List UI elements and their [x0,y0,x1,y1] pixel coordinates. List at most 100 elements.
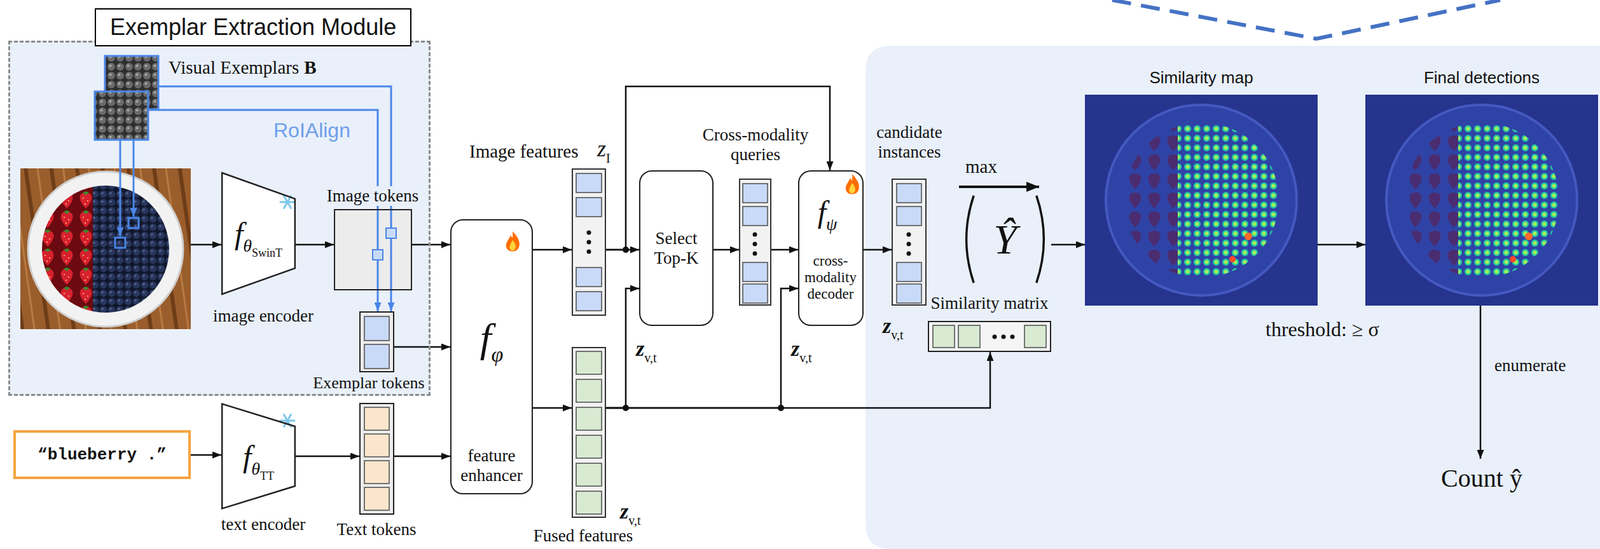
token-squares [364,407,390,431]
text-group: Select Top-K [640,228,713,269]
connector [390,290,393,312]
junction-dots [622,246,785,412]
math-symbol: z [635,337,645,362]
prompt-box: “blueberry .” [13,430,191,480]
text-area: fθTT [221,403,296,511]
background-panels [8,0,1600,549]
token-column: Text tokens [359,403,395,516]
token-squares [386,228,397,239]
token-squares [896,284,922,304]
text-label: Visual Exemplars [168,57,299,79]
ellipsis-dots [1001,335,1007,340]
math-symbol: f [234,216,243,252]
input-image [20,168,191,330]
trainable-flame [509,240,516,251]
connector [606,288,799,409]
trapezoid-shape [221,403,296,511]
token-squares [364,173,1047,515]
connector [190,454,222,457]
encoder-fill [221,403,296,511]
exemplar-crops [94,91,149,140]
text-group: “blueberry .” [37,445,167,465]
connector [606,288,640,409]
text-group: Cross-modality queries [688,125,823,165]
ellipsis-dots [906,251,912,257]
text-label: text encoder [221,515,306,535]
text-area: Ŷ [958,193,1052,285]
similarity-image [1244,232,1253,241]
text-label: “blueberry .” [37,445,167,465]
token-squares [576,491,602,515]
connector [1051,244,1085,247]
token-column: Exemplar tokens [359,311,395,373]
math-symbol: θ [242,235,252,257]
token-squares [576,463,602,487]
text-label: max [965,156,998,178]
connector [295,244,334,247]
text-group: Visual ExemplarsB [168,57,317,79]
token-squares [932,325,955,348]
token-squares [742,183,768,203]
ellipsis-dots [586,249,592,255]
text-group: Text tokens [337,520,417,540]
connector [394,455,451,458]
ellipsis-dots [586,230,1015,340]
token-fill [891,178,927,306]
token-squares [372,249,383,261]
token-squares [896,183,922,203]
token-squares [576,435,602,459]
image-panel: Similarity map [1084,94,1318,306]
input-image [38,181,176,318]
connector [532,249,572,252]
encoder-trapezoid: fθSwinTimage encoder [221,171,296,296]
similarity-image [1119,120,1178,280]
token-squares [742,206,768,226]
exemplar-crops: Visual ExemplarsB [94,55,159,140]
trapezoid-shape [221,171,296,296]
token-squares [896,262,922,282]
trainable-flame [845,174,860,195]
token-squares [364,316,390,341]
exemplar-crops [128,218,139,229]
connector [863,249,892,252]
trapezoid-outline [221,404,296,510]
input-image [20,168,191,330]
math-symbol: I [606,151,611,166]
bracket-line [1036,195,1045,283]
connector [412,244,451,247]
text-label: image encoder [213,306,314,327]
math-symbol: SwinT [251,246,283,261]
module-region: Exemplar Extraction ModuleVisual Exempla… [8,40,431,397]
token-fill [738,178,772,306]
ellipsis-dots [992,335,998,340]
text-group: zv,t [620,499,642,525]
encoder-trapezoid: fθTTtext encoder [221,403,296,511]
token-squares [364,434,390,458]
ellipsis-dots [906,242,912,247]
similarity-image [1177,120,1280,280]
token-fill [571,347,607,519]
math-symbol: φ [490,342,504,367]
max-arrow [958,186,1040,188]
feature-column: Cross-modality queries [738,178,772,306]
text-group: Count ŷ [1441,463,1523,494]
text-label: candidate instances [855,122,964,163]
input-image [38,181,95,318]
text-area: Count ŷ [1434,459,1530,498]
math-symbol: ψ [826,214,837,235]
token-fill [359,311,395,373]
math-symbol: f [480,314,492,362]
encoder-fill [190,244,222,247]
text-group: zI [597,135,611,163]
text-group: feature enhancer [452,446,532,486]
bracket-line [966,195,975,283]
text-group: candidate instances [855,122,964,163]
connector [1479,305,1482,460]
count-output: Count ŷ [1434,459,1530,498]
math-symbol: Ŷ [993,215,1017,264]
module-block: Select Top-K [639,170,714,327]
encoder-fill [221,171,296,296]
connector [532,407,572,410]
